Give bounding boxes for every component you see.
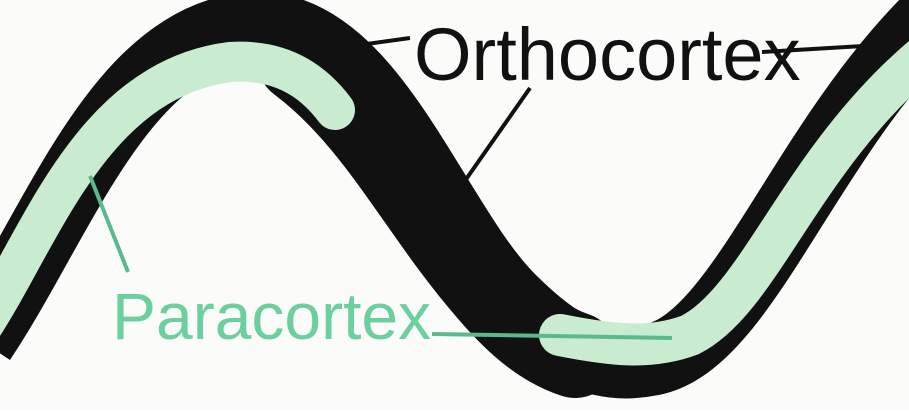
orthocortex-label: Orthocortex (414, 18, 801, 92)
paracortex-label: Paracortex (112, 283, 431, 349)
paracortex-band-right (560, 55, 909, 344)
orthocortex-leader-2 (455, 88, 530, 195)
